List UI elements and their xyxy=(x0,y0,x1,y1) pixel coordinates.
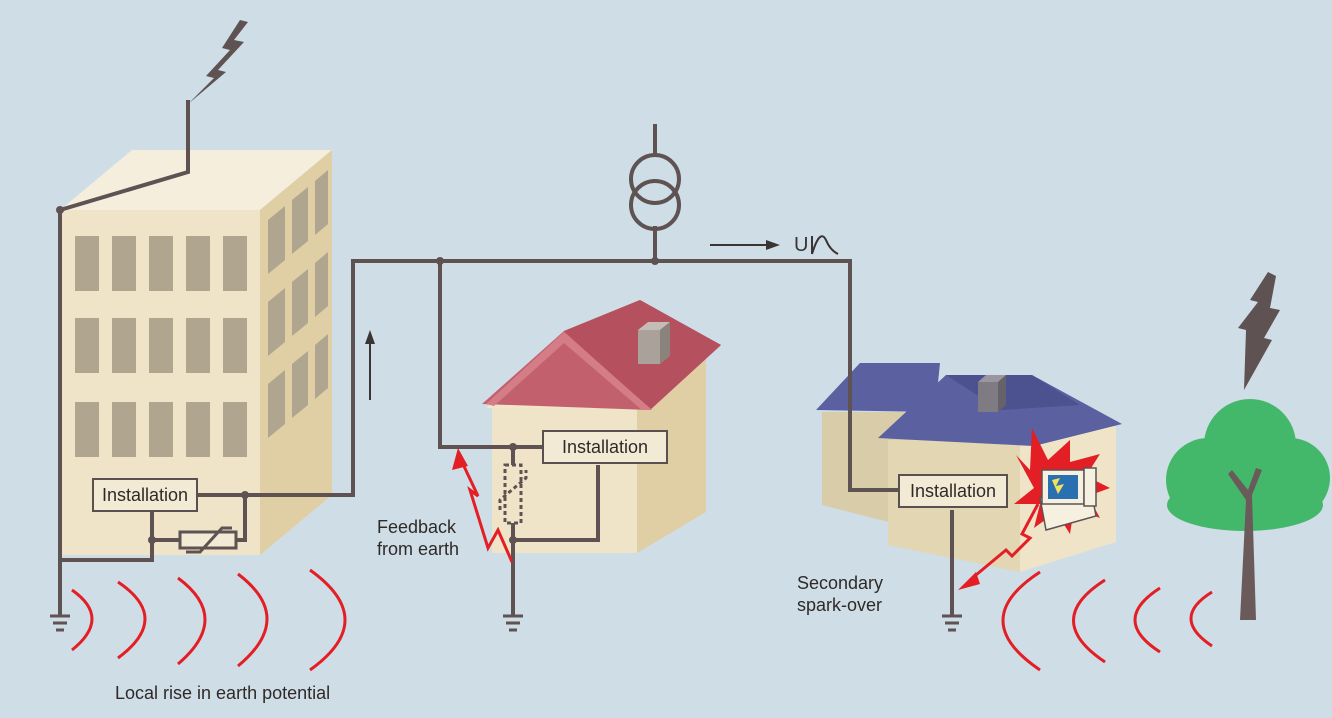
computer-icon xyxy=(1039,467,1097,531)
earth-potential-arcs xyxy=(71,568,347,672)
installation-box-middle: Installation xyxy=(542,430,668,464)
tree-icon xyxy=(1166,399,1330,620)
earth-ground-icon xyxy=(503,614,523,632)
red-roof-house xyxy=(482,300,721,553)
feedback-label-line1: Feedback xyxy=(377,517,457,537)
feedback-surge-icon xyxy=(452,448,514,563)
spark-over-label-line1: Secondary xyxy=(797,573,884,593)
transformer-icon xyxy=(629,153,681,231)
office-building xyxy=(60,150,332,555)
earth-potential-arcs xyxy=(1001,570,1213,672)
lightning-bolt-icon xyxy=(1238,272,1280,390)
lightning-bolt-icon xyxy=(188,20,248,104)
voltage-symbol: U xyxy=(794,234,809,256)
arrow-icon xyxy=(710,240,780,250)
varistor-icon xyxy=(498,463,528,525)
installation-box-left: Installation xyxy=(92,478,198,512)
spark-over-label: Secondary spark-over xyxy=(797,572,883,616)
earth-ground-icon xyxy=(942,614,962,632)
spark-over-icon xyxy=(958,503,1040,590)
junction-dots xyxy=(56,206,659,544)
surge-waveform-icon xyxy=(811,235,839,255)
spark-over-label-line2: spark-over xyxy=(797,595,883,615)
earth-ground-icon xyxy=(50,614,70,632)
feedback-label: Feedback from earth xyxy=(377,516,459,560)
power-wiring xyxy=(58,100,954,615)
installation-box-right: Installation xyxy=(898,474,1008,508)
arrow-icon xyxy=(365,330,375,400)
earth-potential-label: Local rise in earth potential xyxy=(115,683,331,703)
feedback-label-line2: from earth xyxy=(377,539,460,559)
office-windows xyxy=(75,170,328,457)
varistor-icon xyxy=(178,526,238,554)
